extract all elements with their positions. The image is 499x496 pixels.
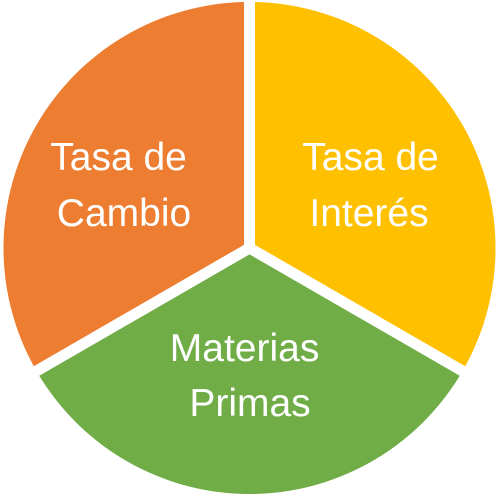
segment-materias-primas-shape bbox=[39, 254, 460, 494]
svg-text:Materias Primas: Materias Primas bbox=[170, 327, 330, 425]
segment-tasa-de-cambio: Tasa de Cambio bbox=[3, 2, 245, 367]
svg-text:Tasa de Interés: Tasa de Interés bbox=[302, 136, 449, 235]
segment-tasa-de-cambio-label-line2: Cambio bbox=[57, 192, 191, 235]
svg-text:Tasa de Cambio: Tasa de Cambio bbox=[50, 136, 197, 235]
segment-materias-primas-label-line2: Primas bbox=[189, 382, 310, 425]
segment-tasa-de-cambio-label-line1: Tasa de bbox=[50, 136, 187, 179]
segment-tasa-de-interes-label-line1: Tasa de bbox=[302, 136, 439, 179]
segment-materias-primas-label-line1: Materias bbox=[170, 327, 320, 370]
segment-tasa-de-interes: Tasa de Interés bbox=[255, 2, 496, 367]
segment-tasa-de-cambio-shape bbox=[3, 2, 245, 367]
segment-tasa-de-interes-label-line2: Interés bbox=[309, 192, 428, 235]
segment-materias-primas: Materias Primas bbox=[39, 254, 460, 494]
segment-tasa-de-interes-shape bbox=[255, 2, 496, 367]
